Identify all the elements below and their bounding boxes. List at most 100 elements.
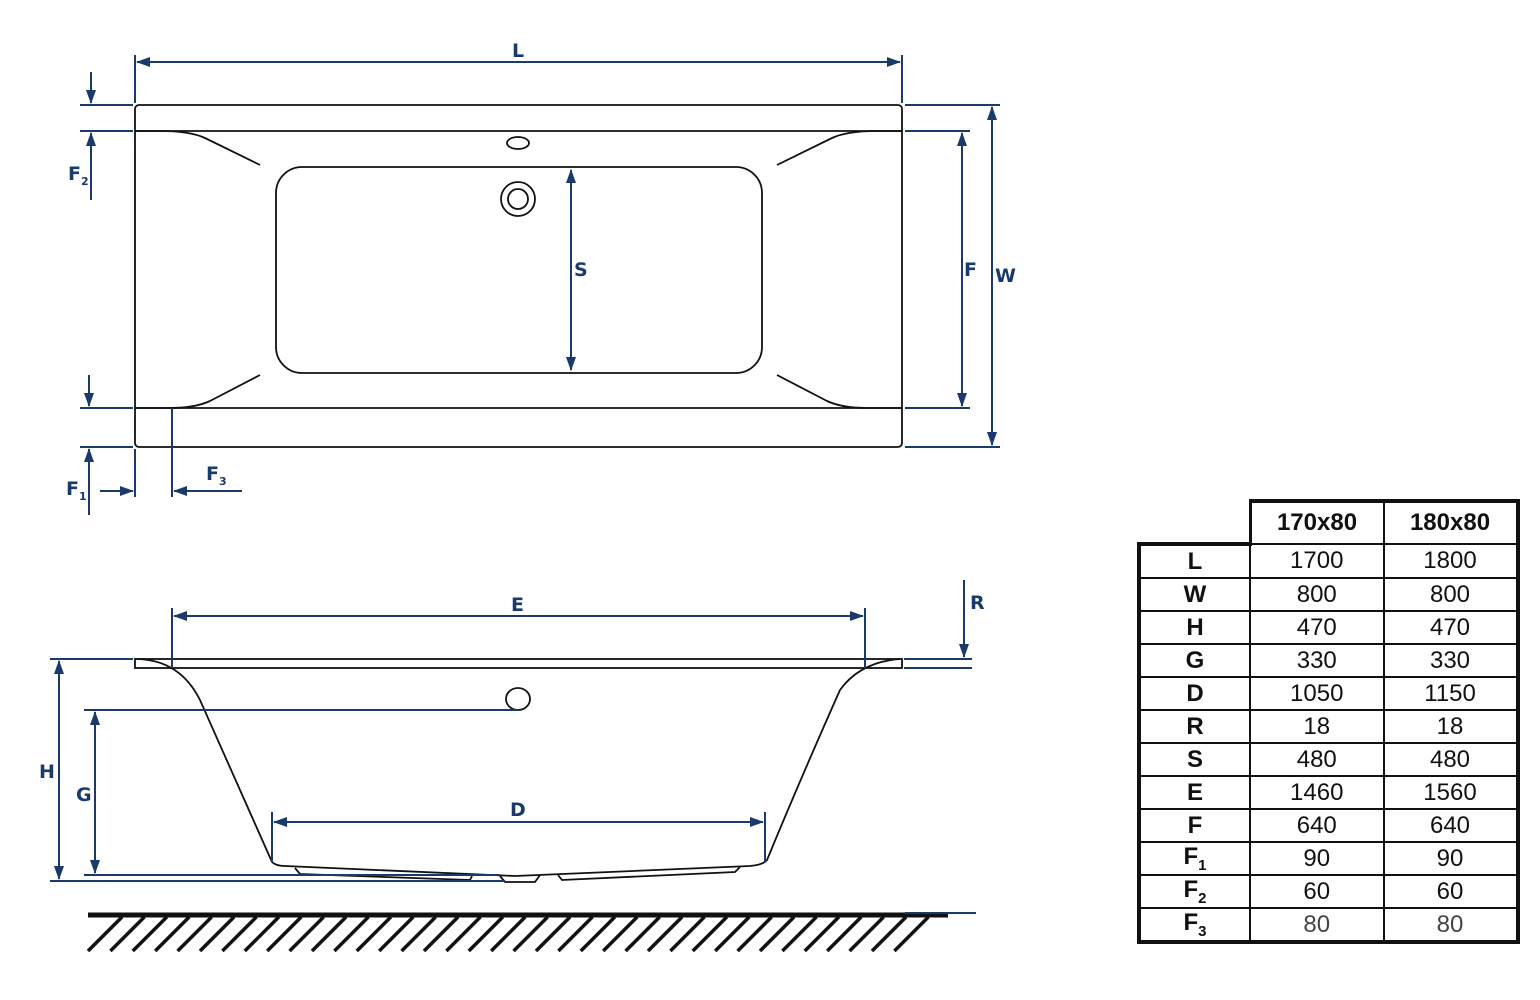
hatch-line: [893, 915, 930, 953]
hatch-line: [713, 915, 751, 953]
cell-value: 480: [1249, 742, 1385, 777]
hatch-line: [265, 915, 303, 953]
overflow-hole: [506, 136, 530, 150]
hatch-line: [870, 915, 908, 953]
row-key-subscript: 2: [1198, 889, 1207, 907]
hatch-line: [198, 915, 236, 953]
row-key-label: F: [1187, 811, 1203, 839]
cell-value: 470: [1382, 610, 1520, 645]
hatch-line: [176, 915, 213, 953]
hatch-line: [153, 915, 191, 953]
label-S: S: [574, 259, 588, 281]
hatch-line: [646, 915, 684, 953]
cell-value: 800: [1249, 577, 1385, 612]
hatch-line: [758, 915, 796, 953]
cell-value: 470: [1249, 610, 1385, 645]
cell-value: 800: [1382, 577, 1520, 612]
label-F2: F2: [68, 163, 89, 188]
row-key-label: F: [1183, 876, 1199, 904]
row-key: D: [1137, 676, 1251, 711]
tub-side-profile: [136, 658, 901, 877]
hatch-line: [422, 915, 460, 953]
row-key-label: F: [1183, 843, 1199, 871]
hatch-line: [288, 915, 325, 953]
hatch-line: [131, 915, 169, 953]
hatch-line: [221, 915, 258, 953]
hatch-line: [445, 915, 482, 953]
label-E: E: [511, 594, 524, 616]
cell-value: 18: [1249, 709, 1385, 744]
cell-value: 480: [1382, 742, 1520, 777]
hatch-line: [624, 915, 661, 953]
label-L: L: [512, 40, 524, 62]
cell-value: 60: [1249, 874, 1385, 909]
row-key-label: F: [1183, 909, 1199, 937]
cell-value: 90: [1249, 841, 1385, 876]
column-header: 180x80: [1382, 499, 1520, 545]
label-F1: F1: [66, 478, 87, 503]
row-key-label: E: [1186, 778, 1203, 806]
hatch-line: [467, 915, 505, 953]
row-key-label: H: [1186, 613, 1204, 641]
cell-value: 1700: [1249, 543, 1385, 579]
cell-value: 80: [1249, 907, 1385, 944]
hatch-line: [534, 915, 572, 953]
row-key-label: L: [1187, 547, 1203, 575]
row-key-subscript: 1: [1198, 856, 1207, 874]
floor-hatching: [86, 915, 930, 953]
cell-value: 330: [1382, 643, 1520, 678]
cell-value: 1050: [1249, 676, 1385, 711]
tub-side-rim: [134, 658, 903, 669]
row-key: R: [1137, 709, 1251, 744]
cell-value: 1150: [1382, 676, 1520, 711]
hatch-line: [86, 915, 124, 953]
row-key: L: [1137, 543, 1251, 579]
hatch-line: [557, 915, 594, 953]
column-header: 170x80: [1249, 499, 1385, 545]
hatch-line: [691, 915, 729, 953]
row-key: H: [1137, 610, 1251, 645]
hatch-line: [489, 915, 527, 953]
top-view: L S F W F2 F1 F3: [66, 40, 1016, 515]
hatch-line: [803, 915, 841, 953]
hatch-line: [512, 915, 549, 953]
overflow-side: [505, 687, 531, 711]
row-key-label: W: [1183, 580, 1207, 608]
cell-value: 80: [1382, 907, 1520, 944]
hatch-line: [377, 915, 415, 953]
row-key: E: [1137, 775, 1251, 810]
cell-value: 330: [1249, 643, 1385, 678]
cell-value: 640: [1382, 808, 1520, 843]
hatch-line: [243, 915, 281, 953]
label-G: G: [76, 784, 92, 806]
row-key: G: [1137, 643, 1251, 678]
row-key: F: [1137, 808, 1251, 843]
hatch-line: [400, 915, 437, 953]
hatch-line: [848, 915, 885, 953]
hatch-line: [825, 915, 863, 953]
row-key: F2: [1137, 874, 1251, 909]
hatch-line: [736, 915, 773, 953]
tub-basin: [275, 166, 763, 374]
hatch-line: [781, 915, 818, 953]
row-key: F1: [1137, 841, 1251, 876]
rim-contour: [135, 130, 261, 166]
hatch-line: [579, 915, 617, 953]
cell-value: 18: [1382, 709, 1520, 744]
row-key: W: [1137, 577, 1251, 612]
drain-outer: [500, 181, 536, 217]
row-key-label: S: [1186, 745, 1203, 773]
label-F: F: [964, 259, 977, 281]
row-key-label: R: [1186, 712, 1204, 740]
label-W: W: [995, 265, 1016, 287]
